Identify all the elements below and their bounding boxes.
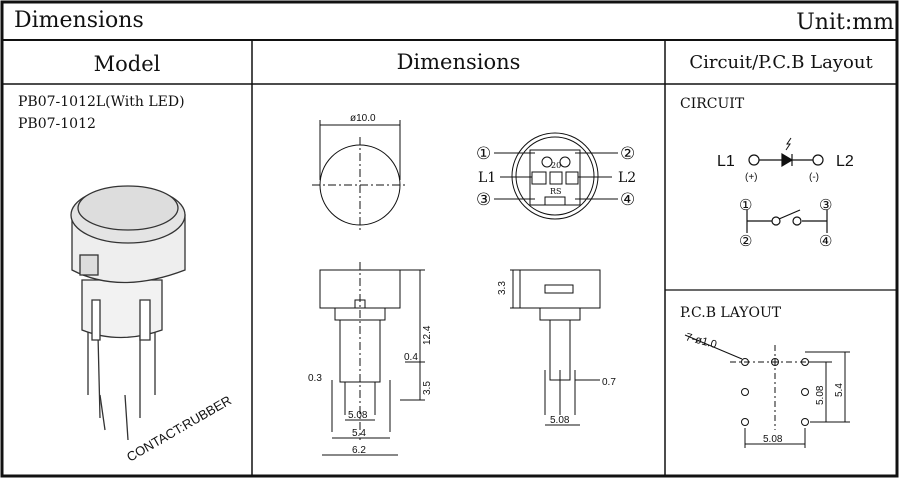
bottom-pin-4: ④ (620, 190, 635, 210)
pcb-hole-label: 7-ø1.0 (684, 331, 718, 351)
circuit-pin-1: ① (739, 196, 752, 214)
pcb-dim-5-08-v: 5.08 (815, 385, 826, 405)
product-illustration (70, 185, 186, 441)
dim-6-2: 6.2 (352, 445, 366, 456)
cap-top-view (312, 120, 408, 233)
column-header-circuit: Circuit/P.C.B Layout (689, 52, 873, 73)
circuit-pin-2: ② (739, 232, 752, 250)
dim-3-3: 3.3 (497, 281, 508, 295)
side-view-profile (510, 269, 601, 426)
dim-0-4: 0.4 (404, 352, 418, 363)
circuit-l2: L2 (836, 153, 854, 170)
dim-5-4: 5.4 (352, 428, 366, 439)
dim-3-5: 3.5 (422, 381, 433, 395)
dim-0-3: 0.3 (308, 373, 322, 384)
side-view-front (319, 262, 425, 456)
bottom-l1: L1 (478, 170, 496, 186)
model-name: PB07-1012 (18, 116, 96, 132)
bottom-pin-1: ① (476, 144, 491, 164)
column-header-dimensions: Dimensions (396, 50, 521, 74)
bottom-pin-3: ③ (476, 190, 491, 210)
page-title: Dimensions (14, 8, 144, 33)
circuit-plus: (+) (745, 172, 758, 183)
circuit-minus: (-) (809, 172, 819, 183)
unit-label: Unit:mm (796, 10, 894, 35)
bottom-l2: L2 (618, 170, 636, 186)
circuit-l1: L1 (717, 153, 735, 170)
circuit-schematic (746, 137, 828, 233)
cap-diameter-dim: ø10.0 (350, 113, 376, 124)
pcb-dim-5-4: 5.4 (834, 383, 845, 397)
model-name-led: PB07-1012L(With LED) (18, 94, 185, 110)
column-header-model: Model (93, 52, 161, 76)
pcb-dim-5-08-h: 5.08 (763, 434, 783, 445)
bottom-view (494, 132, 618, 220)
dim-5-08: 5.08 (348, 410, 368, 421)
circuit-pin-3: ③ (819, 196, 832, 214)
dim-12-4: 12.4 (422, 325, 433, 345)
pcb-layout (684, 334, 850, 448)
dim-0-7: 0.7 (602, 377, 616, 388)
bottom-20: 20 (551, 161, 561, 170)
circuit-pin-4: ④ (819, 232, 832, 250)
bottom-rs: RS (550, 187, 562, 196)
bottom-pin-2: ② (620, 144, 635, 164)
dim-5-08-profile: 5.08 (550, 415, 570, 426)
circuit-title: CIRCUIT (680, 96, 745, 112)
pcb-title: P.C.B LAYOUT (680, 305, 782, 321)
